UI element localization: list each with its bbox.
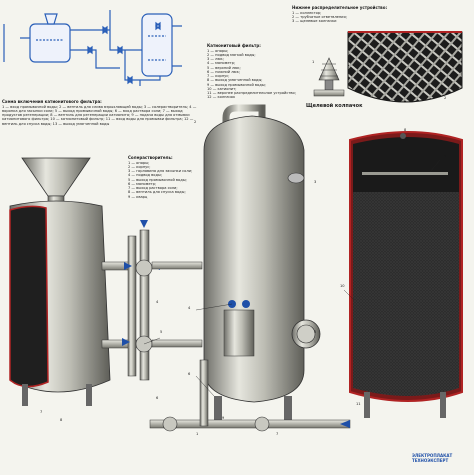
slot-cap-caption: Щелевой колпачок — [306, 103, 363, 109]
salt-dissolver-legend: Солерастворитель: 1 — опоры; 2 — корпус;… — [128, 155, 204, 199]
cation-filter-legend-title: Катионитовый фильтр: — [207, 43, 261, 48]
publisher-logo: ЭЛЕКТРОПЛАКАТ ТЕХНОЭКСПЕРТ — [412, 453, 453, 463]
cation-filter-legend-item: 9 — выход промывочной воды; — [207, 82, 266, 87]
slot-cap-drawing — [313, 57, 345, 97]
salt-dissolver-legend-item: 4 — подвод воды; — [128, 173, 162, 178]
right-vessel-callout: 10 — [340, 284, 345, 288]
schema-legend: Схема включения катионитового фильтра: 1… — [2, 99, 202, 126]
lower-device-legend-item: 3 — щелевые колпачки — [292, 19, 337, 24]
right-vessel-callout: 9 — [444, 154, 447, 158]
left-callout: 8 — [60, 418, 63, 422]
lower-distribution-device-mesh — [347, 31, 463, 103]
left-callout: 5 — [160, 330, 163, 334]
cation-filter-legend-item: 6 — нижний люк; — [207, 69, 240, 74]
right-vessel-callout: 8 — [404, 128, 407, 132]
pipe-assembly-left — [122, 220, 203, 381]
central-callout: 4 — [188, 306, 191, 310]
lower-device-legend-title: Нижнее распределительное устройство: — [292, 5, 388, 10]
cation-filter-legend-item: 10 — катионит; — [207, 86, 237, 91]
publisher-line1: ЭЛЕКТРОПЛАКАТ — [412, 453, 453, 458]
cation-filter-legend: Катионитовый фильтр: 1 — опоры; 2 — подв… — [207, 43, 307, 100]
central-callout: 7 — [276, 432, 279, 436]
cation-filter-legend-item: 7 — корпус; — [207, 74, 230, 79]
salt-dissolver-legend-title: Солерастворитель: — [128, 155, 173, 160]
schema-legend-text: 1 — вход промывочной воды; 2 — вентиль д… — [2, 104, 197, 126]
cation-filter-legend-item: 2 — подвод мягкой воды; — [207, 52, 256, 57]
cation-filter-legend-item: 3 — люк; — [207, 57, 224, 62]
salt-dissolver-legend-item: 9 — кварц — [128, 194, 148, 199]
left-callout: 6 — [156, 396, 159, 400]
lower-device-legend: Нижнее распределительное устройство: 1 —… — [292, 5, 472, 24]
salt-dissolver-legend-item: 3 — горловина для засыпки соли; — [128, 169, 193, 174]
schema-legend-title: Схема включения катионитового фильтра: — [2, 99, 102, 104]
cation-filter-legend-item: 8 — выход умягченной воды; — [207, 78, 263, 83]
left-callout: 7 — [40, 410, 43, 414]
cation-filter-legend-item: 11 — верхнее распределительное устройств… — [207, 91, 296, 96]
cation-filter-cutaway — [349, 131, 463, 418]
central-callout: 6 — [188, 372, 191, 376]
salt-dissolver-legend-item: 6 — манометр; — [128, 181, 157, 186]
salt-dissolver-legend-item: 8 — вентиль для спуска воды; — [128, 190, 186, 195]
salt-dissolver-legend-item: 7 — выход раствора соли; — [128, 186, 178, 191]
cation-filter-legend-item: 12 — колпачок — [207, 95, 236, 100]
mesh-callout: 3 — [452, 84, 455, 88]
lower-device-legend-item: 1 — коллектор; — [292, 10, 322, 15]
cap-callout: 1 — [312, 60, 315, 64]
mesh-callout: 2 — [444, 96, 447, 100]
left-callout: 4 — [156, 300, 159, 304]
lower-device-legend-item: 2 — трубчатые ответвления; — [292, 14, 347, 19]
salt-dissolver-legend-item: 2 — корпус; — [128, 164, 151, 169]
cation-filter-legend-item: 4 — манометр; — [207, 61, 236, 66]
connection-schematic — [3, 10, 182, 86]
salt-dissolver-legend-item: 1 — опоры; — [128, 160, 150, 165]
cation-filter-legend-item: 1 — опоры; — [207, 48, 229, 53]
leader-lines — [143, 159, 441, 397]
central-callout: 1 — [196, 432, 199, 436]
publisher-line2: ТЕХНОЭКСПЕРТ — [412, 457, 449, 463]
central-callout: 3 — [314, 180, 317, 184]
left-callout: 9 — [222, 416, 225, 420]
salt-dissolver-drawing — [9, 157, 137, 406]
cation-filter-drawing — [149, 104, 351, 432]
salt-dissolver-legend-item: 5 — выход промывочной воды; — [128, 177, 187, 182]
cation-filter-legend-item: 5 — верхний люк; — [207, 65, 241, 70]
central-callout: 2 — [194, 120, 197, 124]
right-vessel-callout: 11 — [356, 402, 361, 406]
central-callout: 5 — [314, 330, 317, 334]
